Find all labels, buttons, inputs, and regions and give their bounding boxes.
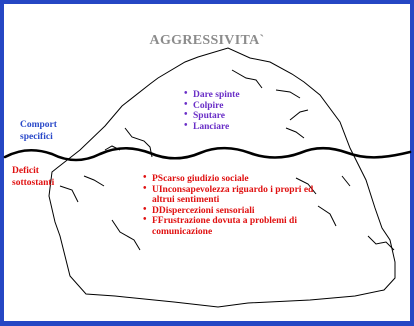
- deficits-list: PScarso giudizio sociale UInconsapevolez…: [143, 173, 323, 237]
- label-line: specifici: [20, 132, 53, 142]
- iceberg-outline: [48, 47, 396, 308]
- slide-title: AGGRESSIVITA`: [149, 33, 265, 48]
- list-item: Dare spinte: [184, 89, 240, 101]
- list-item: FFrustrazione dovuta a problemi di comun…: [143, 215, 323, 237]
- list-item: Sputare: [184, 110, 240, 122]
- label-line: Deficit: [12, 166, 39, 176]
- behaviors-list: Dare spinte Colpire Sputare Lanciare: [184, 89, 240, 133]
- label-underlying-deficits: Deficit sottostanti: [12, 165, 54, 189]
- label-visible-behaviors: Comport specifici: [20, 119, 57, 143]
- list-item: PScarso giudizio sociale: [143, 173, 323, 185]
- slide-canvas: [4, 4, 410, 321]
- label-line: sottostanti: [12, 178, 55, 188]
- list-item: UInconsapevolezza riguardo i propri ed a…: [143, 184, 323, 206]
- list-item: Colpire: [184, 100, 240, 112]
- list-item: DDispercezioni sensoriali: [143, 205, 323, 217]
- list-item: Lanciare: [184, 121, 240, 133]
- iceberg-ridges-above: [104, 69, 309, 158]
- label-line: Comport: [20, 120, 57, 130]
- waterline: [3, 146, 412, 162]
